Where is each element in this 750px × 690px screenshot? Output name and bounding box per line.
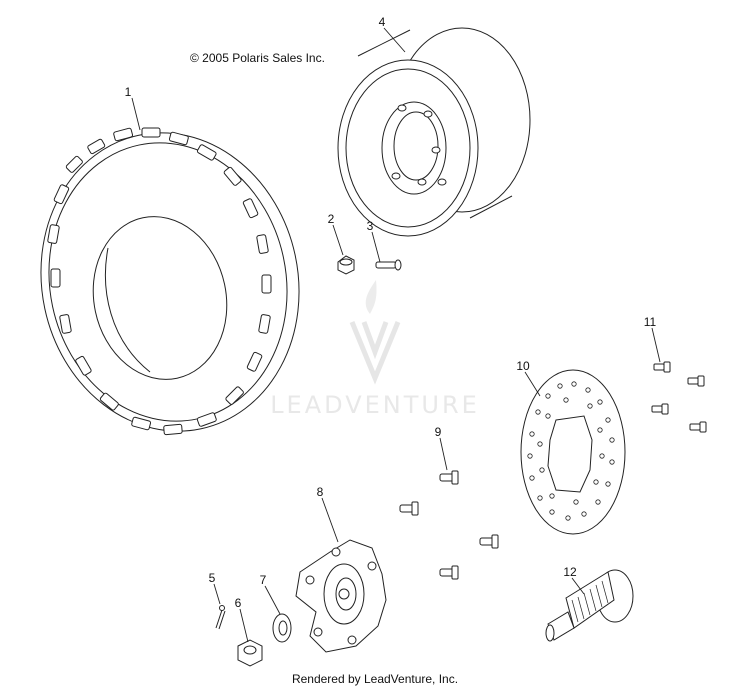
callout-11: 11 [644,315,657,329]
callout-12: 12 [563,565,577,579]
watermark: LEADVENTURE [270,280,480,419]
hub-part [295,539,387,653]
rim-lug-holes [391,104,447,186]
disc-bolt [651,403,669,415]
callouts: 1 4 2 3 5 6 7 8 9 10 11 12 [125,15,657,610]
callout-1: 1 [125,85,132,99]
footer-credit: Rendered by LeadVenture, Inc. [292,672,458,686]
leader-lines [131,27,661,643]
hub-studs-part [399,470,499,580]
callout-10: 10 [516,359,530,373]
hub-stud [439,565,459,580]
disc-bolt [689,421,707,433]
tire-part [40,127,300,436]
hub-stud [439,470,459,485]
tire-tread [47,127,272,436]
stud-part [375,259,402,271]
disc-bolt [687,375,705,387]
callout-5: 5 [209,571,216,585]
rim-part [337,27,531,237]
copyright-text: © 2005 Polaris Sales Inc. [190,51,325,65]
watermark-text: LEADVENTURE [270,391,480,419]
cotter-pin-part [215,605,226,630]
callout-9: 9 [435,425,442,439]
disc-holes [527,381,615,521]
nut-part [337,255,355,275]
castle-nut-part [237,639,263,667]
callout-3: 3 [367,219,374,233]
brake-disc-part [520,369,626,535]
callout-7: 7 [260,573,267,587]
hub-stud [479,534,499,549]
disc-bolt [653,361,671,373]
washer-part [272,613,292,643]
watermark-logo [349,280,401,385]
callout-4: 4 [379,15,386,29]
callout-8: 8 [317,485,324,499]
disc-bolts-part [651,361,707,433]
callout-6: 6 [235,596,242,610]
shaft-part [545,569,634,642]
callout-2: 2 [328,212,335,226]
shaft-splines [571,580,609,623]
hub-stud [399,501,419,516]
